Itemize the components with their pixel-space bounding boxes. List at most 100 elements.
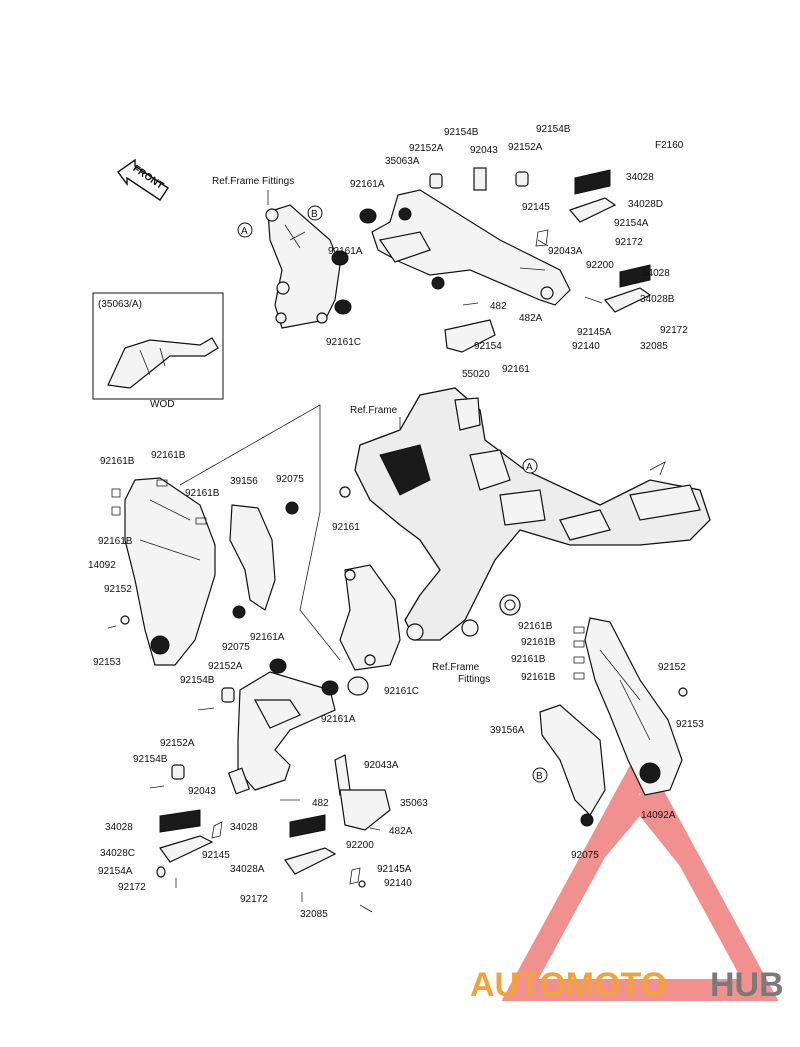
label-92200: 92200 [346, 840, 374, 851]
upper-frame-bracket [265, 204, 341, 329]
inset-box: (35063/A) WOD [92, 292, 224, 410]
upper-footpeg-bracket [371, 189, 571, 306]
label-92145a: 92145A [377, 864, 412, 875]
label-34028: 34028 [230, 822, 258, 833]
label-92161b: 92161B [151, 450, 186, 461]
footpeg-upper-1 [535, 169, 617, 247]
front-arrow-icon: FRONT [117, 158, 169, 201]
label-92152a: 92152A [409, 143, 444, 154]
diagram-code: F2160 [655, 140, 684, 151]
heat-guard-55020 [444, 319, 496, 353]
footpeg-upper-2 [603, 264, 652, 313]
svg-text:HUB: HUB [710, 966, 784, 1004]
label-92145: 92145 [202, 850, 230, 861]
label-34028b: 34028B [640, 294, 675, 305]
footpeg-lower-left [156, 809, 223, 888]
label-92161b: 92161B [511, 654, 546, 665]
lower-footpeg-bracket [237, 671, 336, 791]
main-frame [354, 387, 711, 641]
label-92043: 92043 [188, 786, 216, 797]
label-92075: 92075 [222, 642, 250, 653]
label-92161c: 92161C [326, 337, 361, 348]
label-32085: 32085 [300, 909, 328, 920]
label-34028d: 34028D [628, 199, 663, 210]
part-labels: 92154B 92154B 92152A 92043 92152A 35063A… [88, 124, 704, 920]
label-92154a: 92154A [98, 866, 133, 877]
label-482a: 482A [389, 826, 413, 837]
label-92161a: 92161A [328, 246, 363, 257]
right-cover-39156a [539, 704, 606, 816]
watermark-logo [501, 747, 779, 1001]
label-92161a: 92161A [321, 714, 356, 725]
lower-frame-bracket [339, 564, 401, 671]
label-92161: 92161 [502, 364, 530, 375]
inset-caption: WOD [150, 399, 174, 410]
label-92172: 92172 [118, 882, 146, 893]
label-92172: 92172 [615, 237, 643, 248]
label-92161c: 92161C [384, 686, 419, 697]
label-35063a: 35063A [385, 156, 420, 167]
label-92161: 92161 [332, 522, 360, 533]
svg-text:B: B [311, 209, 318, 220]
label-92152: 92152 [658, 662, 686, 673]
label-39156: 39156 [230, 476, 258, 487]
label-92153: 92153 [93, 657, 121, 668]
label-32085: 32085 [640, 341, 668, 352]
label-92075: 92075 [571, 850, 599, 861]
label-92145a: 92145A [577, 327, 612, 338]
washers-upper [331, 167, 529, 315]
label-92154b: 92154B [536, 124, 571, 135]
label-92154: 92154 [474, 341, 502, 352]
label-92200: 92200 [586, 260, 614, 271]
ref-circle-a-top: A [237, 222, 253, 238]
label-92161b: 92161B [100, 456, 135, 467]
label-92145: 92145 [522, 202, 550, 213]
label-92152a: 92152A [208, 661, 243, 672]
left-cover-39156 [229, 504, 276, 611]
label-92154a: 92154A [614, 218, 649, 229]
ref-frame-label-2b: Fittings [458, 674, 490, 685]
label-92172: 92172 [660, 325, 688, 336]
label-92043a: 92043A [364, 760, 399, 771]
label-92043a: 92043A [548, 246, 583, 257]
label-92152a: 92152A [160, 738, 195, 749]
label-92161a: 92161A [350, 179, 385, 190]
label-92161a: 92161A [250, 632, 285, 643]
label-92153: 92153 [676, 719, 704, 730]
label-92154b: 92154B [444, 127, 479, 138]
label-482a: 482A [519, 313, 543, 324]
label-92172: 92172 [240, 894, 268, 905]
footpeg-lower-right [284, 814, 373, 913]
svg-text:B: B [536, 771, 543, 782]
inset-title: (35063/A) [98, 299, 142, 310]
label-92140: 92140 [384, 878, 412, 889]
label-92161b: 92161B [521, 672, 556, 683]
label-34028: 34028 [626, 172, 654, 183]
ref-circle-a-frame: A [522, 458, 538, 474]
label-55020: 55020 [462, 369, 490, 380]
ref-frame-label-2a: Ref.Frame [432, 662, 480, 673]
watermark-text: AUTOMOTO HUB [470, 966, 784, 1004]
label-482: 482 [312, 798, 329, 809]
label-92161b: 92161B [518, 621, 553, 632]
label-34028: 34028 [642, 268, 670, 279]
svg-text:AUTOMOTO: AUTOMOTO [470, 966, 667, 1004]
svg-text:A: A [526, 462, 533, 473]
label-34028a: 34028A [230, 864, 265, 875]
label-14092a: 14092A [641, 810, 676, 821]
label-92075: 92075 [276, 474, 304, 485]
label-34028c: 34028C [100, 848, 135, 859]
label-92043: 92043 [470, 145, 498, 156]
label-92161b: 92161B [98, 536, 133, 547]
label-92152a: 92152A [508, 142, 543, 153]
svg-text:A: A [241, 226, 248, 237]
label-14092: 14092 [88, 560, 116, 571]
ref-frame-label: Ref.Frame [350, 405, 398, 416]
ref-circle-b-top: B [307, 205, 323, 221]
label-92161b: 92161B [521, 637, 556, 648]
label-92154b: 92154B [133, 754, 168, 765]
left-guard-14092 [124, 477, 216, 666]
label-92140: 92140 [572, 341, 600, 352]
